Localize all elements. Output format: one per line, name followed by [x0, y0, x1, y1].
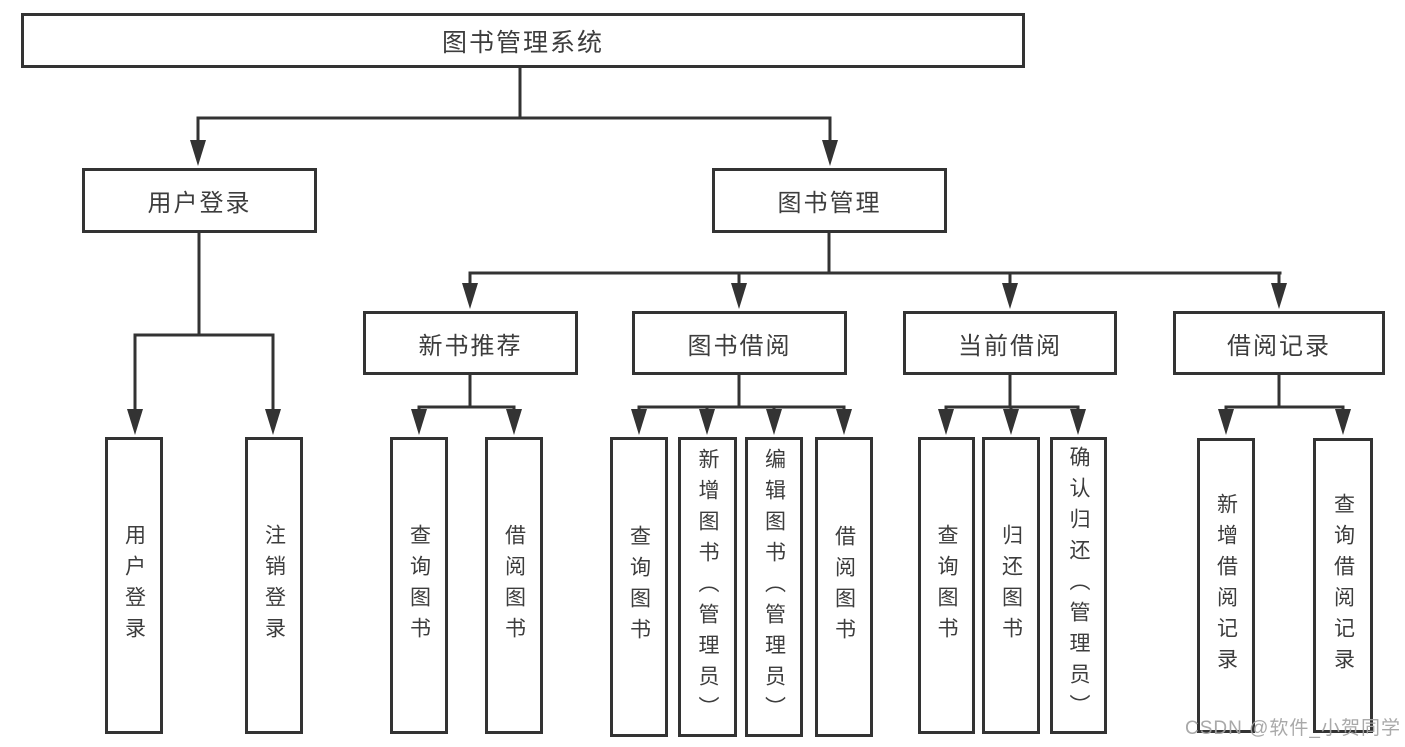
- node-root: 图书管理系统: [21, 13, 1025, 68]
- node-label: 查询图书: [407, 523, 431, 648]
- node-label: 新增借阅记录: [1214, 492, 1238, 679]
- watermark: CSDN @软件_小贺同学: [1185, 718, 1401, 739]
- node-add-books-admin: 新增图书（管理员）: [678, 437, 737, 737]
- node-label: 归还图书: [999, 523, 1023, 648]
- node-edit-books-admin: 编辑图书（管理员）: [745, 437, 803, 737]
- node-label: 新增图书（管理员）: [696, 447, 719, 727]
- node-borrow-records: 借阅记录: [1173, 311, 1385, 375]
- node-book-management: 图书管理: [712, 168, 947, 233]
- node-query-books-recommend: 查询图书: [390, 437, 448, 734]
- node-current-borrowing: 当前借阅: [903, 311, 1117, 375]
- node-label: 注销登录: [262, 523, 286, 648]
- node-query-books-borrowing: 查询图书: [610, 437, 668, 737]
- node-label: 确认归还（管理员）: [1067, 446, 1090, 725]
- node-label: 借阅图书: [502, 523, 526, 648]
- node-query-borrow-record: 查询借阅记录: [1313, 438, 1373, 733]
- node-query-books-current: 查询图书: [918, 437, 975, 734]
- node-label: 查询图书: [627, 525, 651, 649]
- node-borrow-books-recommend: 借阅图书: [485, 437, 543, 734]
- node-logout: 注销登录: [245, 437, 303, 734]
- node-new-book-recommend: 新书推荐: [363, 311, 578, 375]
- node-user-login-leaf: 用户登录: [105, 437, 163, 734]
- node-label: 用户登录: [122, 523, 146, 648]
- node-return-books: 归还图书: [982, 437, 1040, 734]
- node-label: 借阅图书: [832, 525, 856, 649]
- node-add-borrow-record: 新增借阅记录: [1197, 438, 1255, 733]
- node-label: 查询借阅记录: [1331, 492, 1355, 679]
- node-confirm-return-admin: 确认归还（管理员）: [1050, 437, 1107, 734]
- node-label: 编辑图书（管理员）: [762, 447, 786, 727]
- node-book-borrowing: 图书借阅: [632, 311, 847, 375]
- node-label: 查询图书: [935, 523, 958, 648]
- node-borrow-books-borrowing: 借阅图书: [815, 437, 873, 737]
- node-user-login: 用户登录: [82, 168, 317, 233]
